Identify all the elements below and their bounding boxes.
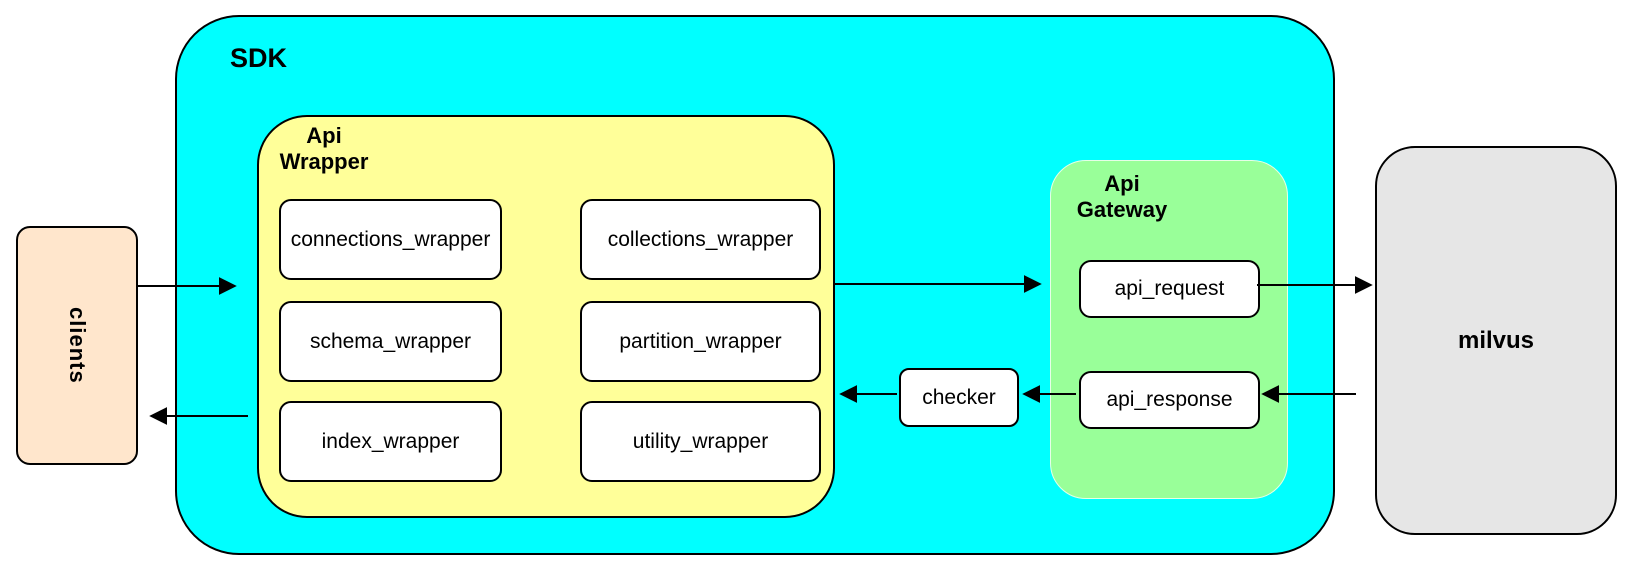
api-request-node: api_request [1079, 260, 1260, 318]
clients-label: clients [65, 307, 90, 384]
api-request-label: api_request [1114, 277, 1225, 300]
schema-wrapper-node: schema_wrapper [279, 301, 502, 382]
api-gateway-group: Api Gateway api_request api_response [1050, 160, 1288, 499]
index-wrapper-label: index_wrapper [321, 429, 460, 453]
collections-wrapper-node: collections_wrapper [580, 199, 821, 280]
clients-node: clients [16, 226, 138, 465]
api-response-node: api_response [1079, 371, 1260, 429]
api-response-label: api_response [1106, 388, 1233, 411]
milvus-node: milvus [1375, 146, 1617, 535]
api-gateway-label: Api Gateway [1076, 171, 1168, 222]
checker-label: checker [922, 385, 996, 409]
utility-wrapper-label: utility_wrapper [632, 429, 769, 453]
sdk-container: SDK Api Wrapper connections_wrapper coll… [175, 15, 1335, 555]
sdk-label: SDK [230, 43, 288, 73]
checker-node: checker [899, 368, 1019, 427]
connections-wrapper-label: connections_wrapper [290, 227, 491, 251]
api-wrapper-label: Api Wrapper [279, 123, 369, 174]
index-wrapper-node: index_wrapper [279, 401, 502, 482]
partition-wrapper-label: partition_wrapper [619, 329, 782, 353]
milvus-label: milvus [1457, 326, 1535, 354]
schema-wrapper-label: schema_wrapper [309, 329, 472, 353]
collections-wrapper-label: collections_wrapper [607, 227, 794, 251]
connections-wrapper-node: connections_wrapper [279, 199, 502, 280]
utility-wrapper-node: utility_wrapper [580, 401, 821, 482]
partition-wrapper-node: partition_wrapper [580, 301, 821, 382]
api-wrapper-group: Api Wrapper connections_wrapper collecti… [257, 115, 835, 518]
